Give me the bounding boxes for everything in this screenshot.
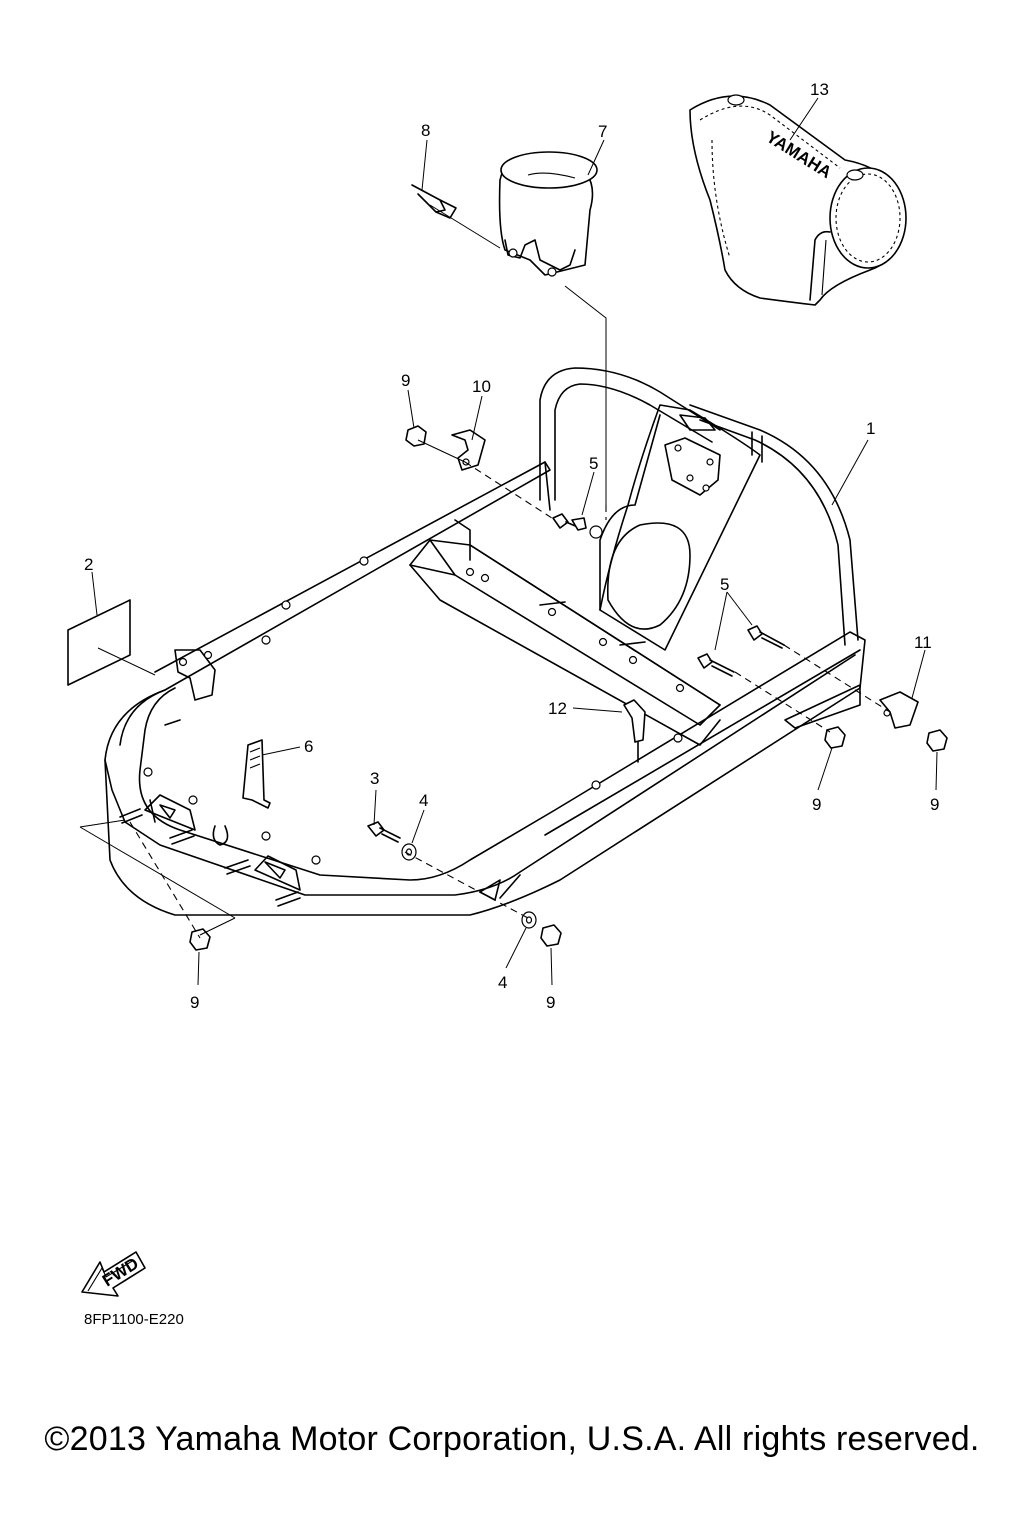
callout-4b: 4 <box>498 973 507 992</box>
diagram-reference-code: 8FP1100-E220 <box>84 1311 184 1328</box>
callout-9d: 9 <box>190 993 199 1012</box>
washers-and-nuts <box>189 425 948 951</box>
callout-4a: 4 <box>419 791 428 810</box>
callout-13: 13 <box>810 80 829 99</box>
bracket-part-12 <box>623 699 646 763</box>
frame-part-1 <box>104 367 866 916</box>
callout-labels: 1 2 3 4 4 5 5 6 7 8 9 9 9 9 9 10 11 12 1… <box>84 80 939 1012</box>
callout-2: 2 <box>84 555 93 574</box>
leader-lines <box>91 97 938 986</box>
bolts <box>367 513 785 843</box>
seat-pad-part-13: YAMAHA <box>689 94 907 306</box>
fwd-arrow-icon: FWD <box>81 1251 146 1297</box>
callout-8: 8 <box>421 121 430 140</box>
pin-part-8 <box>411 184 457 219</box>
callout-11: 11 <box>914 633 932 652</box>
callout-7: 7 <box>598 122 607 141</box>
seat-cushion-part-7 <box>498 151 598 277</box>
callout-6: 6 <box>304 737 313 756</box>
callout-9c: 9 <box>930 795 939 814</box>
callout-9b: 9 <box>812 795 821 814</box>
assembly-lines <box>79 204 891 939</box>
callout-9e: 9 <box>546 993 555 1012</box>
callout-3: 3 <box>370 769 379 788</box>
callout-1: 1 <box>866 419 875 438</box>
callout-12: 12 <box>548 699 567 718</box>
label-part-2 <box>67 599 131 686</box>
callout-5b: 5 <box>720 575 729 594</box>
callout-5a: 5 <box>589 454 598 473</box>
callout-9a: 9 <box>401 371 410 390</box>
front-studs <box>119 808 301 907</box>
clip-part-6 <box>242 739 271 809</box>
callout-10: 10 <box>472 377 491 396</box>
copyright-notice: ©2013 Yamaha Motor Corporation, U.S.A. A… <box>44 1420 980 1458</box>
